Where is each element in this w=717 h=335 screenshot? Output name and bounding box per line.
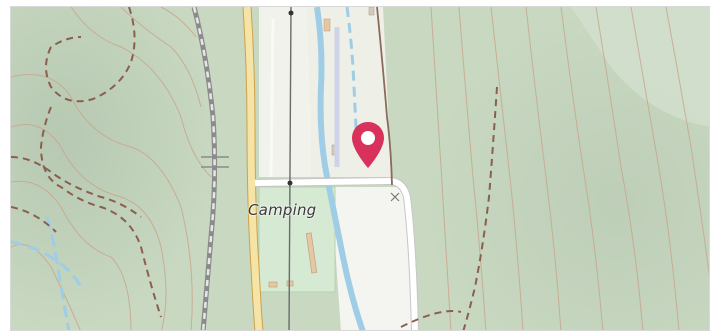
contour-lines xyxy=(11,7,709,330)
building xyxy=(368,7,375,16)
open-land xyxy=(259,7,311,177)
map-pin-icon[interactable] xyxy=(350,120,386,170)
campsite-area xyxy=(258,186,336,293)
barrier-mark xyxy=(390,192,400,202)
power-pole xyxy=(288,10,294,16)
hillshade-left xyxy=(11,7,271,330)
stream xyxy=(345,7,359,148)
main-road xyxy=(243,7,263,330)
track xyxy=(376,7,393,186)
minor-road xyxy=(254,177,418,330)
power-pole xyxy=(287,180,293,186)
trails xyxy=(11,7,498,330)
map-view[interactable]: Camping xyxy=(10,6,710,331)
stream xyxy=(45,216,71,330)
stream xyxy=(11,240,83,288)
place-label-camping: Camping xyxy=(248,201,317,219)
building xyxy=(323,18,331,32)
minor-road xyxy=(269,18,275,178)
campsite-building xyxy=(268,281,278,288)
river xyxy=(314,7,366,330)
map-canvas xyxy=(11,7,709,330)
campsite-building xyxy=(305,232,318,274)
railway xyxy=(191,7,229,330)
power-line xyxy=(288,7,292,330)
forest-light-patch xyxy=(571,7,709,127)
